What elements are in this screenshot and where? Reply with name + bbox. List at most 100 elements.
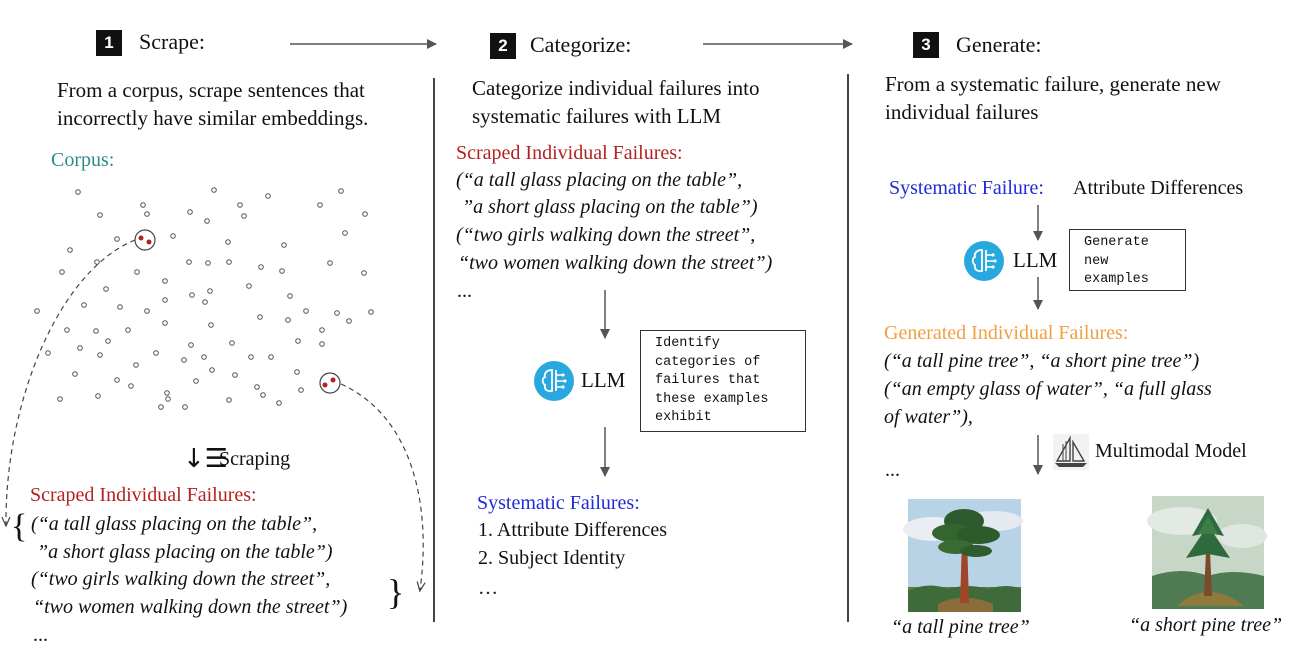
step-1-failure-line: (“a tall glass placing on the table”, [31,513,318,535]
corpus-point [319,341,325,347]
dashed-connector [6,239,136,525]
corpus-point [144,308,150,314]
corpus-point [144,211,150,217]
corpus-point [298,387,304,393]
corpus-point [158,404,164,410]
corpus-point [193,378,199,384]
step-3-description: From a systematic failure, generate new … [885,72,1221,124]
corpus-point [241,213,247,219]
corpus-point [188,342,194,348]
systematic-failures-ellipsis: … [478,577,498,599]
left-brace: { [11,508,28,545]
column-divider [433,78,435,622]
corpus-point [362,211,368,217]
corpus-point [303,308,309,314]
failure-point [330,377,336,383]
step-1-title: Scrape: [139,29,205,54]
corpus-point [93,328,99,334]
step-2-number: 2 [490,33,516,59]
corpus-point [45,350,51,356]
step-1-failure-line: ”a short glass placing on the table”) [37,541,333,563]
corpus-point [205,260,211,266]
step-2-failure-line: “two women walking down the street”) [458,252,773,274]
corpus-point [207,288,213,294]
corpus-point [97,212,103,218]
column-divider [847,74,849,622]
step-1-failure-line: (“two girls walking down the street”, [31,568,331,590]
corpus-point [346,318,352,324]
corpus-point [140,202,146,208]
corpus-point [134,269,140,275]
corpus-point [34,308,40,314]
corpus-point [153,350,159,356]
corpus-point [254,384,260,390]
systematic-failure-label: Systematic Failure: [889,177,1044,199]
corpus-point [276,400,282,406]
step-3-title: Generate: [956,32,1042,57]
generated-failure-line: of water”), [884,406,973,428]
corpus-point [327,260,333,266]
corpus-point [95,393,101,399]
systematic-failures-header: Systematic Failures: [477,492,640,514]
sort-descending-icon: ↓☰ [183,444,229,474]
failure-cluster [134,229,156,251]
corpus-point [317,202,323,208]
corpus-point [64,327,70,333]
corpus-point [125,327,131,333]
systematic-failure-value: Attribute Differences [1073,177,1244,199]
llm-brain-icon [964,241,1004,281]
scraping-label: Scraping [219,448,291,470]
sailboat-icon [1053,434,1089,470]
multimodal-model-label: Multimodal Model [1095,440,1247,462]
step-2-failure-line: (“a tall glass placing on the table”, [456,169,743,191]
systematic-failure-item: 1. Attribute Differences [478,519,668,541]
generated-failure-line: (“a tall pine tree”, “a short pine tree”… [884,350,1200,372]
step-3-prompt-box: Generate new examples [1069,229,1186,291]
corpus-point [294,369,300,375]
corpus-point [75,189,81,195]
corpus-point [97,352,103,358]
generated-failures-header: Generated Individual Failures: [884,322,1129,344]
corpus-point [204,218,210,224]
corpus-point [319,327,325,333]
corpus-point [295,338,301,344]
corpus-point [208,322,214,328]
corpus-point [94,259,100,265]
systematic-failure-item: 2. Subject Identity [478,547,626,569]
step-1-ellipsis: ... [33,624,48,646]
corpus-point [211,187,217,193]
corpus-point [67,247,73,253]
corpus-point [57,396,63,402]
right-brace: } [387,572,405,612]
corpus-point [189,292,195,298]
corpus-point [258,264,264,270]
dashed-connector [340,383,423,590]
step-2-ellipsis: ... [457,280,472,302]
corpus-point [117,304,123,310]
failure-point [146,239,152,245]
step-2-failure-line: ”a short glass placing on the table”) [462,196,758,218]
step-2-description: Categorize individual failures into syst… [472,76,760,128]
corpus-point [133,362,139,368]
step-1-number: 1 [96,30,122,56]
llm-brain-icon [534,361,574,401]
step-2-failure-line: (“two girls walking down the street”, [456,224,756,246]
generated-failure-line: (“an empty glass of water”, “a full glas… [884,378,1212,400]
failure-cluster [319,372,341,394]
corpus-point [248,354,254,360]
tall-pine-tree-image [903,499,1023,612]
corpus-point [225,239,231,245]
step-1-description: From a corpus, scrape sentences that inc… [57,78,369,130]
corpus-point [72,371,78,377]
corpus-point [105,338,111,344]
step-3-number: 3 [913,32,939,58]
corpus-point [268,354,274,360]
corpus-point [260,392,266,398]
corpus-point [165,396,171,402]
step-1-failures-header: Scraped Individual Failures: [30,484,257,506]
corpus-point [285,317,291,323]
corpus-point [202,299,208,305]
step-3-llm-label: LLM [1013,248,1058,272]
corpus-point [334,310,340,316]
